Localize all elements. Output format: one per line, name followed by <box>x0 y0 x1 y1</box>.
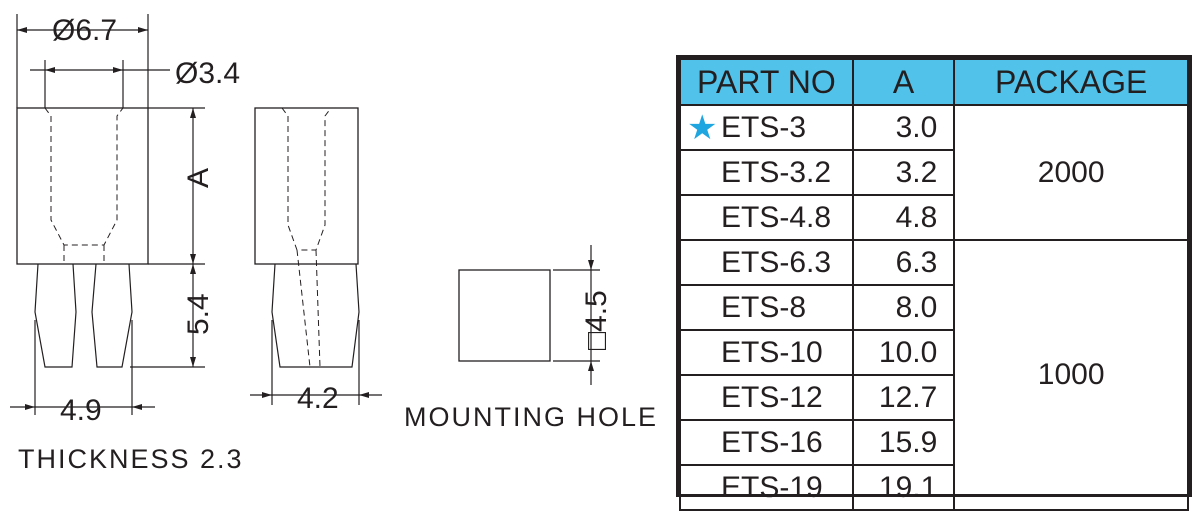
table-row: ETS-12 12.7 <box>679 374 1188 421</box>
part-no: ETS-10 <box>679 329 854 376</box>
star-icon: ★ <box>687 108 718 147</box>
a-value: 3.0 <box>851 104 956 151</box>
table-row: ETS-8 8.0 <box>679 284 1188 331</box>
dim-inner-diameter: Ø3.4 <box>175 57 240 90</box>
table-row: ETS-3.2 3.2 <box>679 149 1188 196</box>
mounting-hole-view <box>458 245 600 385</box>
thickness-label: THICKNESS 2.3 <box>18 444 244 474</box>
table-row: ETS-4.8 4.8 <box>679 194 1188 241</box>
part-no: ETS-8 <box>679 284 854 331</box>
part-no: ETS-6.3 <box>679 239 854 286</box>
a-value: 4.8 <box>851 194 956 241</box>
a-value: 6.3 <box>851 239 956 286</box>
part-no: ETS-3.2 <box>679 149 854 196</box>
a-value: 12.7 <box>851 374 956 421</box>
header-a: A <box>851 58 956 106</box>
a-value: 10.0 <box>851 329 956 376</box>
part-no: ETS-19 <box>679 464 854 511</box>
part-cell: ★ETS-3 <box>679 104 854 151</box>
package-qty: 1000 <box>953 239 1189 511</box>
table-header-row: PART NO A PACKAGE <box>679 58 1189 106</box>
technical-drawing: Ø6.7 Ø3.4 A 5.4 4.9 4.2 □4.5 THICKNESS 2… <box>10 14 658 474</box>
dim-hole-size: □4.5 <box>580 290 613 350</box>
header-part-no: PART NO <box>679 58 854 106</box>
table-row: ETS-16 15.9 <box>679 419 1188 466</box>
part-no: ETS-4.8 <box>679 194 854 241</box>
table-row: ETS-19 19.1 <box>679 464 1188 511</box>
part-no: ETS-12 <box>679 374 854 421</box>
dim-side-width: 4.2 <box>297 382 339 415</box>
table-row: ETS-6.3 6.3 1000 <box>679 239 1189 511</box>
a-value: 3.2 <box>851 149 956 196</box>
dim-leg-length: 5.4 <box>182 293 215 335</box>
table-row: ETS-10 10.0 <box>679 329 1188 376</box>
parts-table: PART NO A PACKAGE ★ETS-3 3.0 2000 ETS-3.… <box>679 58 1189 511</box>
front-view <box>10 14 205 415</box>
package-qty: 2000 <box>953 104 1189 241</box>
mounting-hole-label: MOUNTING HOLE <box>404 402 658 432</box>
a-value: 19.1 <box>851 464 956 511</box>
a-value: 15.9 <box>851 419 956 466</box>
table-row: ★ETS-3 3.0 2000 <box>679 104 1189 241</box>
spec-table: PART NO A PACKAGE ★ETS-3 3.0 2000 ETS-3.… <box>676 55 1192 511</box>
side-view <box>250 107 382 405</box>
dim-leg-spread: 4.9 <box>60 394 102 427</box>
dim-outer-diameter: Ø6.7 <box>52 14 117 47</box>
part-no: ETS-3 <box>721 110 807 144</box>
header-package: PACKAGE <box>953 58 1189 106</box>
part-no: ETS-16 <box>679 419 854 466</box>
dim-length-a: A <box>182 168 215 188</box>
a-value: 8.0 <box>851 284 956 331</box>
